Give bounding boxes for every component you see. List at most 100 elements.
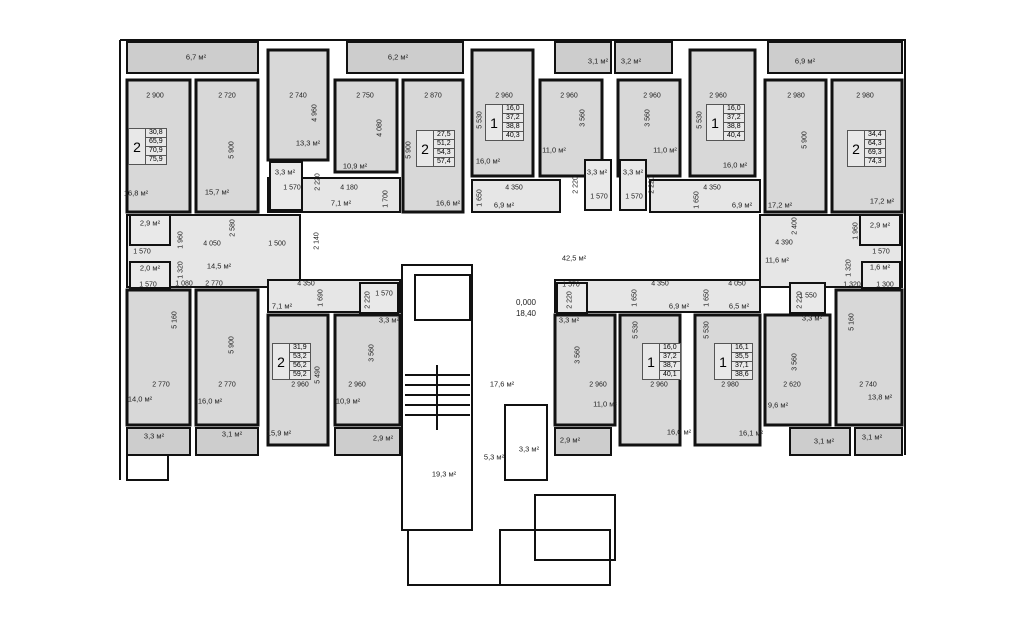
dimension-label: 1 320: [843, 281, 861, 289]
dimension-label: 5 530: [703, 321, 711, 339]
dimension-label: 1 960: [852, 222, 860, 240]
room-area-label: 6,7 м²: [185, 52, 207, 62]
dimension-label: 4 350: [505, 184, 523, 192]
dimension-label: 4 350: [297, 280, 315, 288]
badge-value: 38,7: [660, 362, 680, 371]
dimension-label: 2 220: [648, 176, 656, 194]
dimension-label: 1 550: [799, 292, 817, 300]
dimension-label: 1 960: [177, 231, 185, 249]
dimension-label: 1 570: [375, 290, 393, 298]
dimension-label: 1 320: [845, 259, 853, 277]
room-area-label: 9,6 м²: [767, 400, 789, 410]
badge-value: 74,3: [868, 158, 882, 165]
room-count: 1: [715, 344, 732, 379]
room-area-label: 15,9 м²: [266, 428, 292, 438]
dimension-label: 2 220: [364, 291, 372, 309]
badge-value: 59,2: [293, 371, 307, 378]
dimension-label: 2 900: [146, 92, 164, 100]
room-area-label: 2,9 м²: [869, 220, 891, 230]
room-area-label: 6,9 м²: [731, 200, 753, 210]
room-area-label: 16,8 м²: [123, 188, 149, 198]
dimension-label: 5 530: [476, 111, 484, 129]
dimension-label: 1 700: [382, 190, 390, 208]
room-area-label: 15,7 м²: [204, 187, 230, 197]
badge-value: 27,5: [434, 131, 454, 140]
room-area-label: 16,1 м²: [738, 428, 764, 438]
dimension-label: 5 160: [848, 313, 856, 331]
badge-value: 16,0: [724, 105, 744, 114]
dimension-label: 2 960: [643, 92, 661, 100]
room-area-label: 5,3 м²: [483, 452, 505, 462]
room-area-label: 13,3 м²: [295, 138, 321, 148]
badge-value: 69,3: [865, 149, 885, 158]
dimension-label: 1 650: [703, 289, 711, 307]
room-area-label: 3,3 м²: [518, 444, 540, 454]
room-area-label: 6,9 м²: [794, 56, 816, 66]
badge-value: 56,2: [290, 362, 310, 371]
room-area-label: 10,9 м²: [342, 161, 368, 171]
dimension-label: 4 050: [728, 280, 746, 288]
dimension-label: 4 350: [651, 280, 669, 288]
dimension-label: 1 300: [876, 281, 894, 289]
badge-value: 30,8: [146, 129, 166, 138]
room-area-label: 2,9 м²: [139, 218, 161, 228]
dimension-label: 1 570: [872, 248, 890, 256]
room-area-label: 3,3 м²: [622, 167, 644, 177]
dimension-label: 1 570: [133, 248, 151, 256]
badge-value: 40,1: [663, 371, 677, 378]
dimension-label: 4 350: [703, 184, 721, 192]
badge-value: 54,3: [434, 149, 454, 158]
dimension-label: 1 570: [562, 281, 580, 289]
badge-value: 37,2: [724, 114, 744, 123]
room-area-label: 16,6 м²: [435, 198, 461, 208]
room-area-label: 16,0 м²: [666, 427, 692, 437]
dimension-label: 1 690: [317, 289, 325, 307]
badge-value: 16,0: [660, 344, 680, 353]
room-area-label: 16,0 м²: [475, 156, 501, 166]
badge-value: 37,2: [660, 353, 680, 362]
badge-value: 34,4: [865, 131, 885, 140]
room-area-label: 11,0 м²: [593, 399, 617, 409]
dimension-label: 2 220: [314, 173, 322, 191]
dimension-label: 4 390: [775, 239, 793, 247]
room-area-label: 17,2 м²: [767, 200, 793, 210]
dimension-label: 2 770: [205, 280, 223, 288]
room-area-label: 2,0 м²: [139, 263, 161, 273]
dimension-label: 2 960: [348, 381, 366, 389]
dimension-label: 4 080: [376, 119, 384, 137]
dimension-label: 2 960: [589, 381, 607, 389]
dimension-label: 5 530: [632, 321, 640, 339]
room-area-label: 10,9 м²: [335, 396, 361, 406]
dimension-label: 2 960: [560, 92, 578, 100]
badge-value: 37,1: [732, 362, 752, 371]
dimension-label: 2 620: [783, 381, 801, 389]
level-mark: 0,000: [515, 298, 537, 307]
badge-value: 51,2: [434, 140, 454, 149]
room-area-label: 1,6 м²: [869, 262, 891, 272]
room-area-label: 3,3 м²: [274, 167, 296, 177]
badge-value: 40,4: [727, 132, 741, 139]
badge-value: 64,3: [865, 140, 885, 149]
rooms: [125, 48, 904, 447]
badge-value: 65,9: [146, 138, 166, 147]
dimension-label: 5 900: [801, 131, 809, 149]
room-area-label: 6,9 м²: [493, 200, 515, 210]
dimension-label: 2 980: [721, 381, 739, 389]
dimension-label: 4 180: [340, 184, 358, 192]
room-area-label: 3,1 м²: [861, 432, 883, 442]
room-area-label: 3,3 м²: [801, 313, 823, 323]
room-area-label: 7,1 м²: [271, 301, 293, 311]
dimension-label: 1 570: [625, 193, 643, 201]
badge-value: 16,0: [503, 105, 523, 114]
badge-value: 70,9: [146, 147, 166, 156]
room-area-label: 16,0 м²: [197, 396, 223, 406]
dimension-label: 5 900: [228, 336, 236, 354]
dimension-label: 5 900: [405, 141, 413, 159]
badge-value: 57,4: [437, 158, 451, 165]
